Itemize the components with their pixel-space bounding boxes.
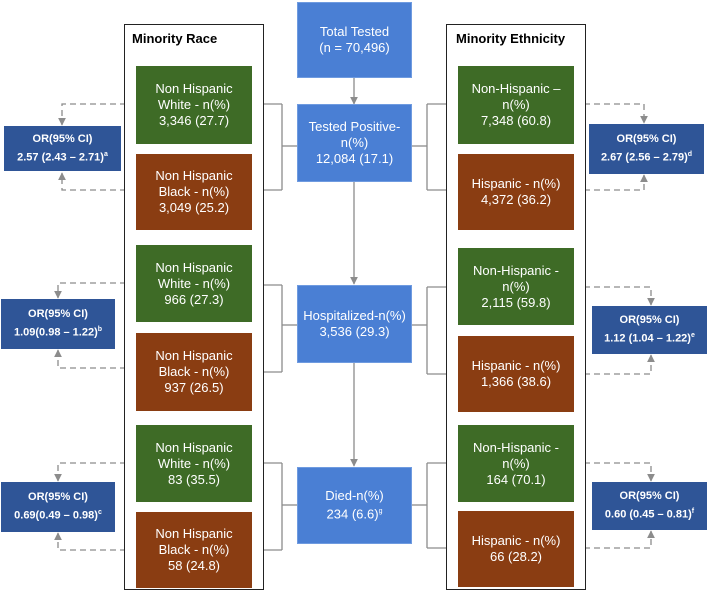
died-box: Died-n(%) 234 (6.6)g [297, 467, 412, 544]
or-box-race-hospitalized: OR(95% CI) 1.09(0.98 – 1.22)b [1, 299, 115, 349]
hospitalized-box: Hospitalized-n(%) 3,536 (29.3) [297, 285, 412, 363]
minority-ethnicity-title: Minority Ethnicity [456, 31, 566, 46]
or-box-race-positive: OR(95% CI) 2.57 (2.43 – 2.71)a [4, 126, 121, 171]
ethnicity-box-nonhispanic-died: Non-Hispanic -n(%)164 (70.1) [458, 425, 574, 502]
or-box-ethnicity-positive: OR(95% CI) 2.67 (2.56 – 2.79)d [589, 124, 704, 174]
or-box-race-died: OR(95% CI) 0.69(0.49 – 0.98)c [1, 482, 115, 532]
or-box-ethnicity-hospitalized: OR(95% CI) 1.12 (1.04 – 1.22)e [592, 306, 707, 354]
total-tested-box: Total Tested (n = 70,496) [297, 2, 412, 78]
tested-positive-box: Tested Positive- n(%) 12,084 (17.1) [297, 104, 412, 182]
or-box-ethnicity-died: OR(95% CI) 0.60 (0.45 – 0.81)f [592, 482, 707, 530]
ethnicity-box-nonhispanic-hospitalized: Non-Hispanic -n(%)2,115 (59.8) [458, 248, 574, 325]
ethnicity-box-hispanic-died: Hispanic - n(%)66 (28.2) [458, 511, 574, 587]
ethnicity-box-nonhispanic-positive: Non-Hispanic –n(%)7,348 (60.8) [458, 66, 574, 144]
minority-race-title: Minority Race [132, 31, 218, 46]
ethnicity-box-hispanic-positive: Hispanic - n(%)4,372 (36.2) [458, 154, 574, 230]
ethnicity-box-hispanic-hospitalized: Hispanic - n(%)1,366 (38.6) [458, 336, 574, 412]
